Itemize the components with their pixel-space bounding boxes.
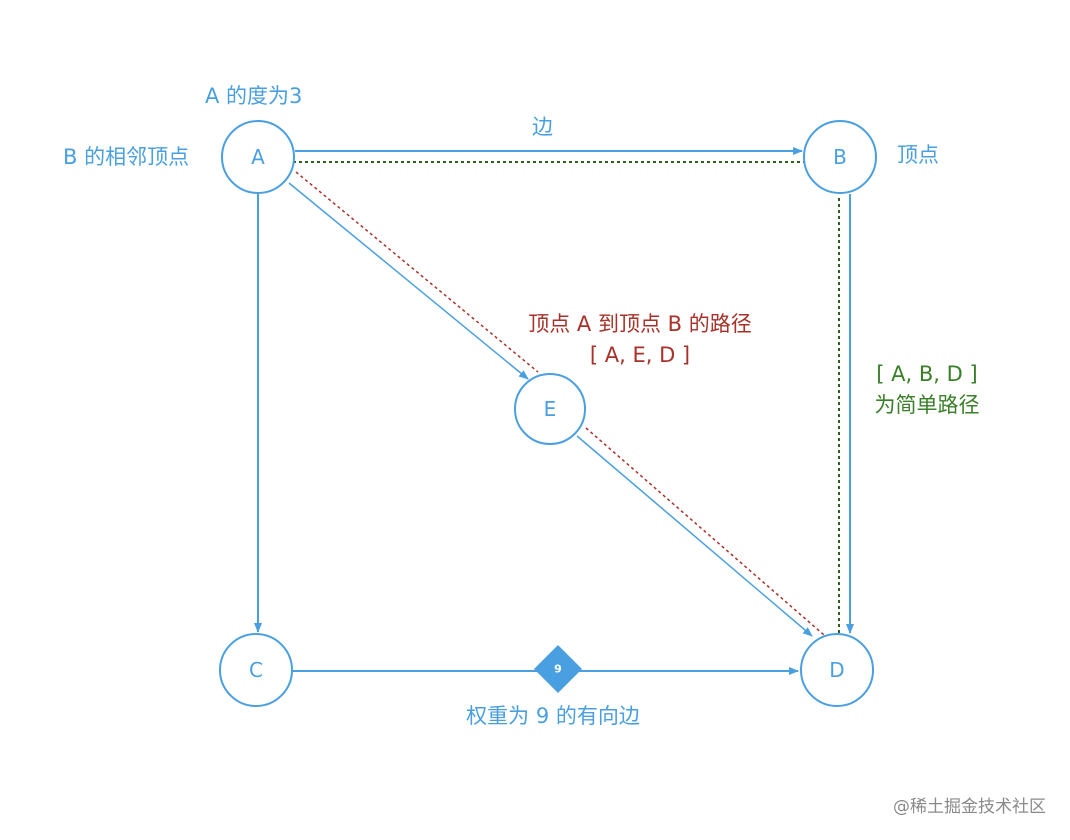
watermark: @稀土掘金技术社区 bbox=[893, 797, 1046, 817]
node-d-label: D bbox=[829, 658, 844, 682]
path-value: [ A, E, D ] bbox=[590, 343, 690, 367]
node-a: A bbox=[221, 120, 295, 194]
path-title: 顶点 A 到顶点 B 的路径 bbox=[528, 312, 751, 336]
degree-label: A 的度为3 bbox=[205, 84, 302, 108]
node-b: B bbox=[803, 120, 877, 194]
vertex-label: 顶点 bbox=[897, 143, 939, 167]
simple-path-title: 为简单路径 bbox=[875, 393, 980, 417]
node-c-label: C bbox=[249, 658, 263, 682]
node-e-label: E bbox=[544, 397, 557, 421]
path-e-d-dotted bbox=[585, 427, 825, 636]
path-a-e-d-dotted bbox=[295, 171, 539, 373]
weighted-edge-label: 权重为 9 的有向边 bbox=[466, 704, 640, 728]
node-a-label: A bbox=[251, 145, 265, 169]
edge-label: 边 bbox=[532, 115, 553, 139]
adjacent-vertex-label: B 的相邻顶点 bbox=[63, 145, 189, 169]
simple-path-value: [ A, B, D ] bbox=[876, 362, 977, 386]
node-d: D bbox=[800, 633, 874, 707]
node-e: E bbox=[514, 373, 586, 445]
edge-e-d bbox=[576, 435, 813, 637]
node-c: C bbox=[219, 633, 293, 707]
weight-value: 9 bbox=[554, 663, 562, 676]
edge-a-e bbox=[288, 182, 529, 380]
node-b-label: B bbox=[833, 145, 847, 169]
weight-marker: 9 bbox=[534, 645, 582, 693]
